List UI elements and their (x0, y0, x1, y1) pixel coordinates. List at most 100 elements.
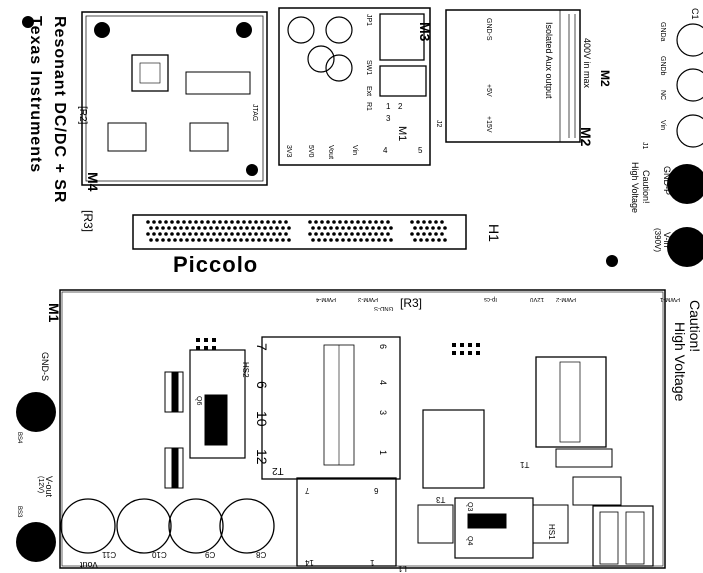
h1-pin (359, 238, 363, 242)
h1-pin (200, 232, 204, 236)
h1-pin (275, 226, 279, 230)
vout-gnd-s: GND-S (40, 352, 50, 381)
transformer-t1 (535, 356, 607, 448)
aux-max: 400V in max (582, 38, 592, 89)
h1-pin (164, 220, 168, 224)
cap-stack (555, 448, 654, 567)
h1-pin (266, 220, 270, 224)
t2-label: T2 (272, 465, 284, 476)
pwm-4-label: PWM-4 (316, 296, 336, 302)
h1-pin (443, 238, 447, 242)
h1-pin (242, 220, 246, 224)
aux-vin: Vin (659, 120, 666, 130)
gnd-p-label: GND-P (662, 166, 672, 195)
h1-pin (170, 220, 174, 224)
heatsink-hs1 (417, 497, 569, 559)
caution-small-2: High Voltage (630, 162, 640, 214)
l1-pin-14: 14 (305, 558, 314, 567)
h1-pin (353, 226, 357, 230)
h1-pin (212, 232, 216, 236)
aux-j1: J1 (641, 142, 648, 150)
mod-pin-3: 3 (386, 114, 391, 123)
h1-pin (410, 220, 414, 224)
h1-pin (284, 232, 288, 236)
h1-pin (275, 238, 279, 242)
h1-pin (356, 220, 360, 224)
h1-pin (374, 232, 378, 236)
l1-pin-7: 7 (305, 486, 310, 495)
h1-pin (431, 226, 435, 230)
fet-q4: Q4 (466, 536, 473, 546)
aux-gndb: GNDb (659, 56, 666, 76)
h1-pin (329, 226, 333, 230)
h1-pin (440, 232, 444, 236)
gnd-s-pwm-label: GND-S (374, 305, 394, 311)
h1-pin (314, 232, 318, 236)
t2-rpin-6: 6 (378, 344, 388, 350)
aux-module (445, 9, 581, 143)
h1-pin (155, 226, 159, 230)
h1-pin (281, 226, 285, 230)
caution-small-1: Caution! (641, 170, 651, 204)
h1-pin (248, 220, 252, 224)
h1-pin (365, 226, 369, 230)
h1-pin (323, 226, 327, 230)
h1-pin (254, 232, 258, 236)
h1-pin (311, 226, 315, 230)
h1-pin (167, 226, 171, 230)
h1-pin (215, 226, 219, 230)
ref-r3-right: [R3] (400, 296, 423, 310)
h1-pin (332, 220, 336, 224)
mod-pin-1: 1 (386, 102, 391, 111)
l1-label: L1 (398, 564, 407, 573)
pwm-3-label: PWM-3 (358, 296, 378, 302)
m1-label: M1 (46, 303, 62, 323)
terminals (16, 164, 703, 562)
h1-pin (206, 232, 210, 236)
h1-pin (422, 220, 426, 224)
h1-pin (230, 232, 234, 236)
vout-value: (12V) (37, 476, 44, 494)
h1-pin (239, 238, 243, 242)
h1-pin (440, 220, 444, 224)
h1-pin (410, 232, 414, 236)
h1-pin (164, 232, 168, 236)
t2-pin-7: 7 (254, 343, 270, 351)
cap-c10: C10 (152, 550, 167, 559)
h1-pin (146, 232, 150, 236)
h1-pin (173, 226, 177, 230)
h1-pin (329, 238, 333, 242)
aux-gnda: GNDa (659, 22, 666, 42)
h1-pin (233, 238, 237, 242)
m3-label: M3 (417, 22, 433, 42)
jp1-label: JP1 (365, 14, 372, 27)
h1-pin (221, 226, 225, 230)
cap-c8: C8 (256, 550, 267, 559)
h1-pin (170, 232, 174, 236)
h1-pin (341, 238, 345, 242)
h1-pin (344, 232, 348, 236)
h1-pin (362, 220, 366, 224)
h1-pin (257, 226, 261, 230)
h1-pin (257, 238, 261, 242)
t2-pin-10: 10 (254, 411, 270, 427)
caution-big-2: High Voltage (672, 322, 688, 402)
ref-r3-left: [R3] (81, 210, 95, 233)
l1-pin-1: 1 (370, 558, 375, 567)
h1-pin (278, 220, 282, 224)
h1-pin (224, 220, 228, 224)
h1-pin (251, 226, 255, 230)
t1-label: T1 (520, 460, 530, 469)
h1-pin (146, 220, 150, 224)
h1-pin (419, 238, 423, 242)
mod-pin-4: 4 (383, 146, 388, 155)
h1-pin (221, 238, 225, 242)
h1-pin (344, 220, 348, 224)
h1-pin (326, 220, 330, 224)
mcu-ic (107, 54, 251, 152)
h1-pin (284, 220, 288, 224)
heatsink-hs2 (164, 349, 246, 489)
aux-j2: J2 (435, 120, 442, 128)
h1-pin (149, 226, 153, 230)
h1-pin (173, 238, 177, 242)
